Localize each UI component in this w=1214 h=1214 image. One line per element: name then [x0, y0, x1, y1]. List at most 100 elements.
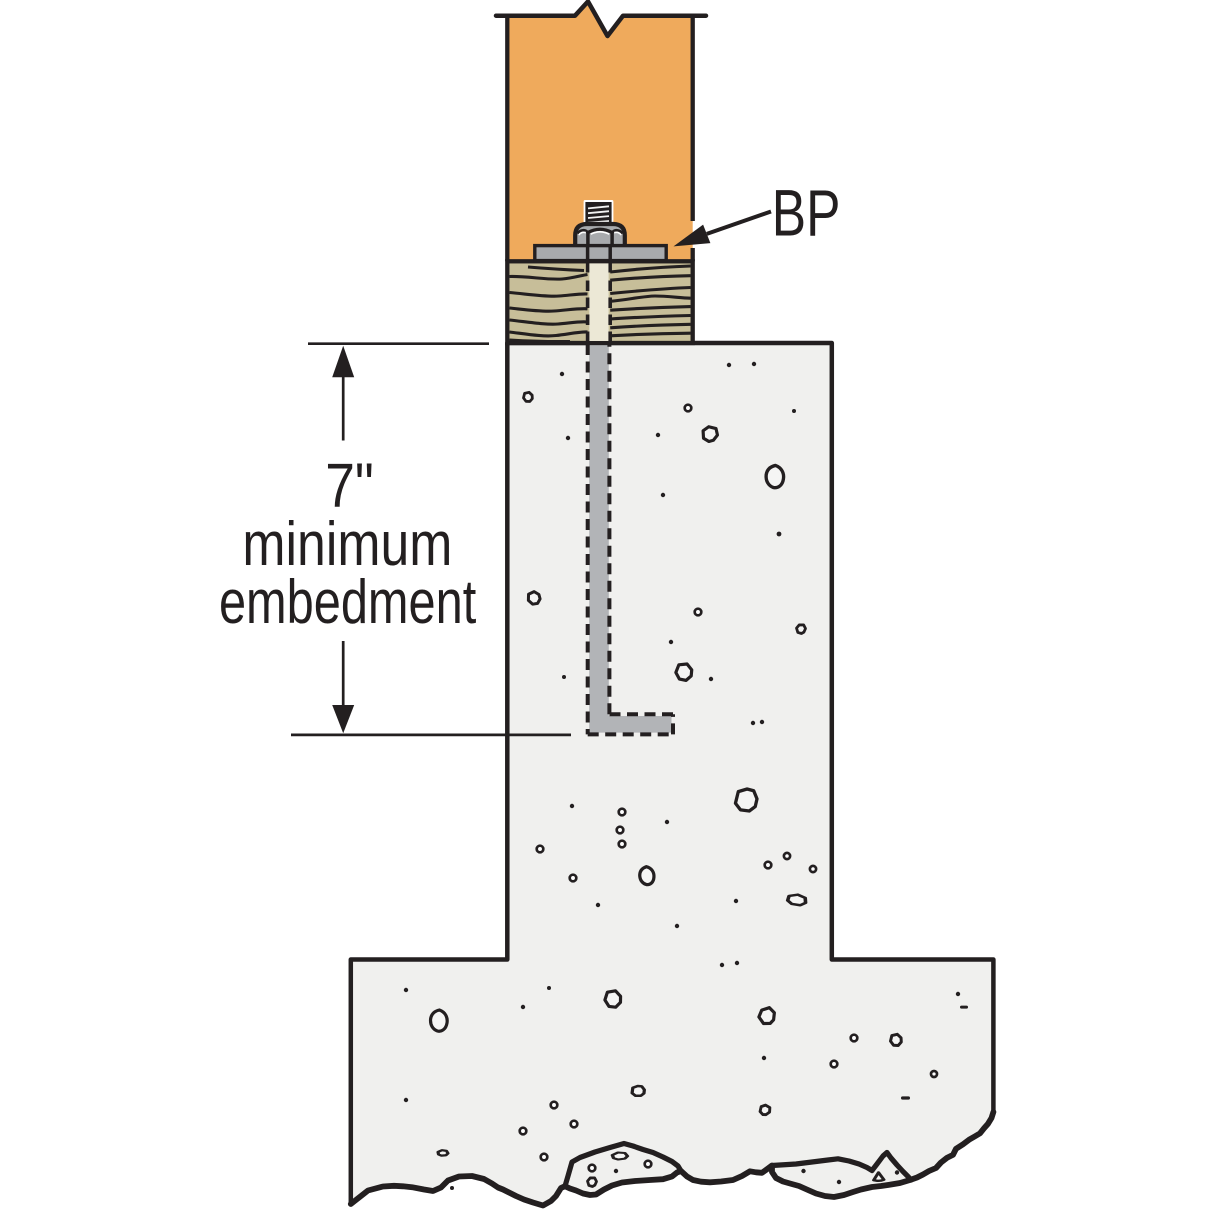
aggregate-dot [595, 902, 601, 908]
dimension-arrow-down [332, 705, 355, 734]
aggregate-ring [683, 403, 693, 413]
aggregate-ring [568, 873, 578, 883]
anchor-bolt-body [589, 343, 672, 733]
aggregate-rock [701, 425, 720, 444]
wood-grain-line [610, 294, 691, 303]
bolt-thread-line [587, 210, 610, 215]
wood-grain-line [509, 306, 588, 313]
wood-grain-line [527, 265, 585, 273]
anchor-bolt [585, 343, 675, 737]
aggregate-dot [613, 1168, 619, 1174]
aggregate-dash [901, 1096, 910, 1100]
aggregate-rock [889, 1032, 903, 1047]
aggregate-dot [733, 898, 739, 904]
wood-grain-line [610, 322, 691, 330]
aggregate-dot [664, 819, 670, 825]
aggregate-dot [750, 720, 756, 726]
wood-grain-line [509, 338, 571, 344]
aggregate-rock [603, 989, 623, 1009]
aggregate-dot [559, 371, 565, 377]
sill-bolt-hole-hidden-edges [585, 274, 613, 341]
aggregate-rock [436, 1149, 450, 1157]
hex-nut-highlight-center [590, 231, 610, 235]
concrete-fill [350, 343, 994, 1206]
dimension-word-embedment: embedment [219, 567, 477, 636]
hex-nut-highlight-left [578, 231, 587, 236]
bearing-plate [533, 243, 668, 263]
wood-grain-line [610, 285, 691, 296]
hex-nut [573, 221, 627, 249]
wood-grain-line [610, 274, 691, 282]
aggregate-ring [569, 1119, 579, 1129]
dimension-embedment: 7" minimum embedment [219, 342, 571, 737]
aggregate-rock [795, 623, 807, 635]
aggregate-dots [403, 361, 961, 1190]
aggregate-dot [403, 1097, 409, 1103]
aggregate-rock [526, 590, 542, 606]
dimension-word-minimum: minimum [242, 510, 452, 579]
aggregate-rock [757, 1006, 776, 1026]
hex-nut-body [573, 221, 627, 249]
aggregate-dot [674, 923, 680, 929]
aggregate-ring [849, 1033, 859, 1043]
aggregate-rock [758, 1103, 772, 1117]
aggregate-ring [643, 1159, 653, 1169]
sill-bolt-hole [589, 263, 609, 341]
aggregate-ring [929, 1069, 939, 1079]
wood-grain-line [509, 330, 588, 338]
aggregate-dot [734, 960, 740, 966]
aggregate-rock [586, 1176, 598, 1188]
dimension-value: 7" [325, 452, 374, 521]
wood-grain-line [610, 264, 691, 274]
bolt-assembly [533, 200, 668, 273]
bolt-shank-edges [585, 246, 612, 273]
post [493, 0, 709, 262]
bolt-thread-line [587, 205, 610, 210]
aggregate-ring [829, 1059, 839, 1069]
aggregate-dot [547, 986, 551, 990]
aggregate-rock [638, 865, 656, 887]
aggregate-dashes [901, 1005, 968, 1100]
sill-plate [505, 259, 695, 346]
aggregate-rings [518, 403, 939, 1173]
aggregate-rock [522, 390, 534, 403]
aggregate-ring [587, 1163, 597, 1173]
aggregate-dot [726, 362, 732, 368]
aggregate-dot [761, 1055, 767, 1061]
bottom-break-rock-ridge-left [562, 1140, 684, 1189]
aggregate-ring [763, 860, 773, 870]
aggregate-dot [403, 987, 409, 993]
aggregate-ring [617, 807, 627, 817]
hex-nut-highlight-right [613, 231, 622, 236]
hex-nut-facet-right-arc [611, 228, 624, 235]
aggregate-dot [836, 1179, 842, 1185]
aggregate-rock [764, 463, 786, 490]
anchor-bolt-hidden-outline [585, 344, 675, 737]
dimension-arrow-up [332, 345, 355, 378]
aggregate-dot [751, 361, 757, 367]
aggregate-rocks [428, 390, 903, 1188]
aggregate-dot [668, 639, 674, 645]
aggregate-rock [733, 787, 759, 813]
bp-callout: BP [673, 175, 840, 250]
wood-grain-line [610, 305, 691, 312]
aggregate-ring [782, 851, 792, 861]
hex-nut-facet-top-arch [587, 227, 613, 234]
aggregate-ring [549, 1100, 559, 1110]
aggregate-dash [960, 1005, 968, 1009]
aggregate-dot [708, 676, 714, 682]
aggregate-ring [617, 839, 627, 849]
wood-grain-line [610, 331, 691, 338]
aggregate-rock [872, 1171, 886, 1183]
aggregate-ring [693, 607, 703, 617]
aggregate-dot [562, 675, 566, 679]
wood-grain-line [610, 313, 691, 321]
aggregate-dot [894, 1170, 900, 1175]
bolt-thread-line [587, 215, 610, 219]
aggregate-ring [808, 864, 818, 874]
aggregate-rock [785, 893, 808, 907]
aggregate-rock [428, 1008, 449, 1033]
concrete-broken-bottom-edge [347, 1109, 997, 1209]
